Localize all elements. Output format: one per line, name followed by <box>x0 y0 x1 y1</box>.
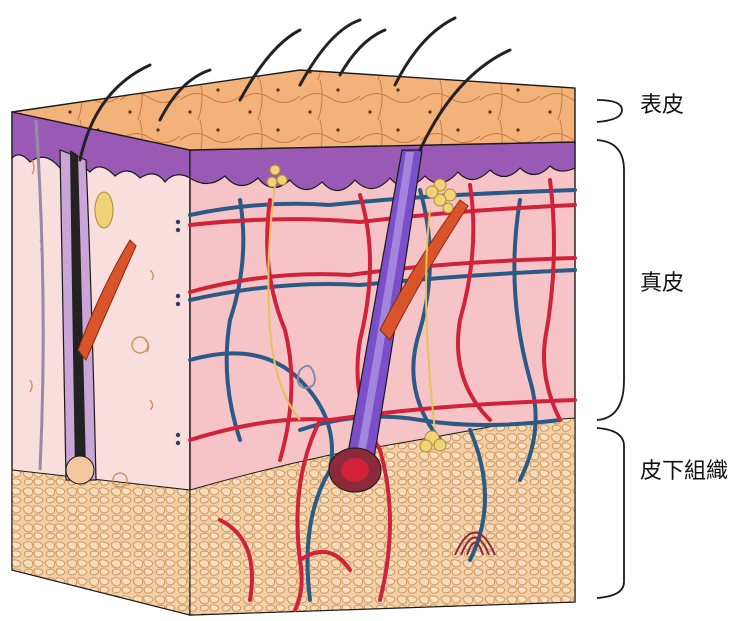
left-side-face <box>12 112 190 615</box>
label-dermis: 真皮 <box>640 271 684 296</box>
bracket-dermis <box>597 140 624 420</box>
layer-brackets <box>597 100 624 598</box>
bracket-hypodermis <box>597 428 624 598</box>
label-hypodermis: 皮下組織 <box>640 459 728 484</box>
label-epidermis: 表皮 <box>640 93 684 118</box>
bracket-epidermis <box>597 100 622 122</box>
